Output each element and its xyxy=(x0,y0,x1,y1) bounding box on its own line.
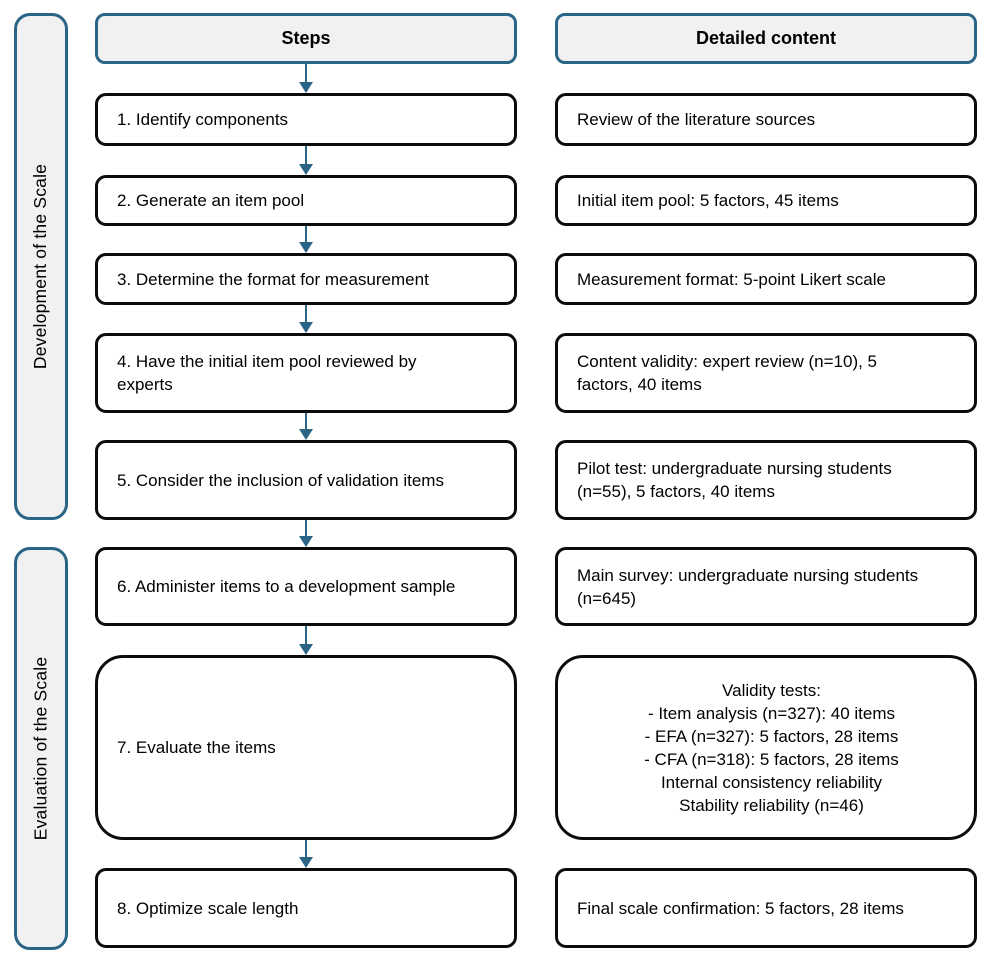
step-label-6: 6. Administer items to a development sam… xyxy=(117,577,456,596)
flow-arrow-4-to-5 xyxy=(299,413,313,440)
flow-arrow-3-to-4 xyxy=(299,305,313,333)
detail-box-3: Measurement format: 5-point Likert scale xyxy=(555,253,977,305)
detail-box-4: Content validity: expert review (n=10), … xyxy=(555,333,977,413)
detail-7-line-5: Internal consistency reliability xyxy=(660,772,883,792)
detail-box-2: Initial item pool: 5 factors, 45 items xyxy=(555,175,977,226)
column-header-steps: Steps xyxy=(95,13,517,64)
arrow-down-icon xyxy=(299,857,313,868)
detail-label-8: Final scale confirmation: 5 factors, 28 … xyxy=(577,898,904,918)
arrow-down-icon xyxy=(299,322,313,333)
detail-7-line-4: - CFA (n=318): 5 factors, 28 items xyxy=(644,749,899,769)
detail-label-3: Measurement format: 5-point Likert scale xyxy=(577,269,886,289)
flow-arrow-2-to-3 xyxy=(299,226,313,253)
detail-7-line-1: Validity tests: xyxy=(722,680,821,700)
step-label-5: 5. Consider the inclusion of validation … xyxy=(117,470,444,490)
detail-box-7: Validity tests: - Item analysis (n=327):… xyxy=(555,655,977,840)
detail-7-line-3: - EFA (n=327): 5 factors, 28 items xyxy=(644,726,899,746)
step-label-4: 4. Have the initial item pool reviewed b… xyxy=(117,352,417,394)
detail-label-6: Main survey: undergraduate nursing stude… xyxy=(577,565,919,608)
arrow-down-icon xyxy=(299,644,313,655)
arrow-down-icon xyxy=(299,429,313,440)
arrow-down-icon xyxy=(299,242,313,253)
detail-box-1: Review of the literature sources xyxy=(555,93,977,146)
sidebar-evaluation-label: Evaluation of the Scale xyxy=(30,656,51,841)
flow-arrow-1-to-2 xyxy=(299,146,313,175)
sidebar-development-phase: Development of the Scale xyxy=(14,13,68,520)
step-box-6: 6. Administer items to a development sam… xyxy=(95,547,517,626)
detail-label-1: Review of the literature sources xyxy=(577,110,816,129)
step-label-8: 8. Optimize scale length xyxy=(117,898,299,918)
step-box-3: 3. Determine the format for measurement xyxy=(95,253,517,305)
flow-arrow-6-to-7 xyxy=(299,626,313,655)
flow-arrow-header-to-1 xyxy=(299,64,313,93)
step-box-8: 8. Optimize scale length xyxy=(95,868,517,948)
arrow-stem xyxy=(305,520,307,536)
detail-box-6: Main survey: undergraduate nursing stude… xyxy=(555,547,977,626)
detail-box-5: Pilot test: undergraduate nursing studen… xyxy=(555,440,977,520)
step-label-7: 7. Evaluate the items xyxy=(117,738,276,757)
detail-7-line-2: - Item analysis (n=327): 40 items xyxy=(647,703,896,723)
step-label-1: 1. Identify components xyxy=(117,110,289,129)
flow-arrow-7-to-8 xyxy=(299,840,313,868)
arrow-stem xyxy=(305,226,307,242)
arrow-stem xyxy=(305,305,307,322)
detail-label-5: Pilot test: undergraduate nursing studen… xyxy=(577,459,892,501)
step-box-1: 1. Identify components xyxy=(95,93,517,146)
arrow-down-icon xyxy=(299,164,313,175)
detail-7-line-6: Stability reliability (n=46) xyxy=(679,795,864,815)
step-box-4: 4. Have the initial item pool reviewed b… xyxy=(95,333,517,413)
arrow-down-icon xyxy=(299,82,313,93)
detail-box-8: Final scale confirmation: 5 factors, 28 … xyxy=(555,868,977,948)
arrow-stem xyxy=(305,64,307,82)
detailed-content-header-label: Detailed content xyxy=(695,28,837,48)
step-label-2: 2. Generate an item pool xyxy=(117,191,305,210)
column-header-detailed-content: Detailed content xyxy=(555,13,977,64)
detail-label-4: Content validity: expert review (n=10), … xyxy=(577,352,878,394)
arrow-down-icon xyxy=(299,536,313,547)
step-box-7: 7. Evaluate the items xyxy=(95,655,517,840)
steps-header-label: Steps xyxy=(281,28,331,48)
arrow-stem xyxy=(305,413,307,429)
flow-arrow-5-to-6 xyxy=(299,520,313,547)
sidebar-development-label: Development of the Scale xyxy=(30,163,51,370)
arrow-stem xyxy=(305,146,307,164)
step-box-5: 5. Consider the inclusion of validation … xyxy=(95,440,517,520)
step-box-2: 2. Generate an item pool xyxy=(95,175,517,226)
sidebar-evaluation-phase: Evaluation of the Scale xyxy=(14,547,68,950)
arrow-stem xyxy=(305,626,307,644)
step-label-3: 3. Determine the format for measurement xyxy=(117,269,429,289)
detail-label-2: Initial item pool: 5 factors, 45 items xyxy=(577,191,839,210)
arrow-stem xyxy=(305,840,307,857)
